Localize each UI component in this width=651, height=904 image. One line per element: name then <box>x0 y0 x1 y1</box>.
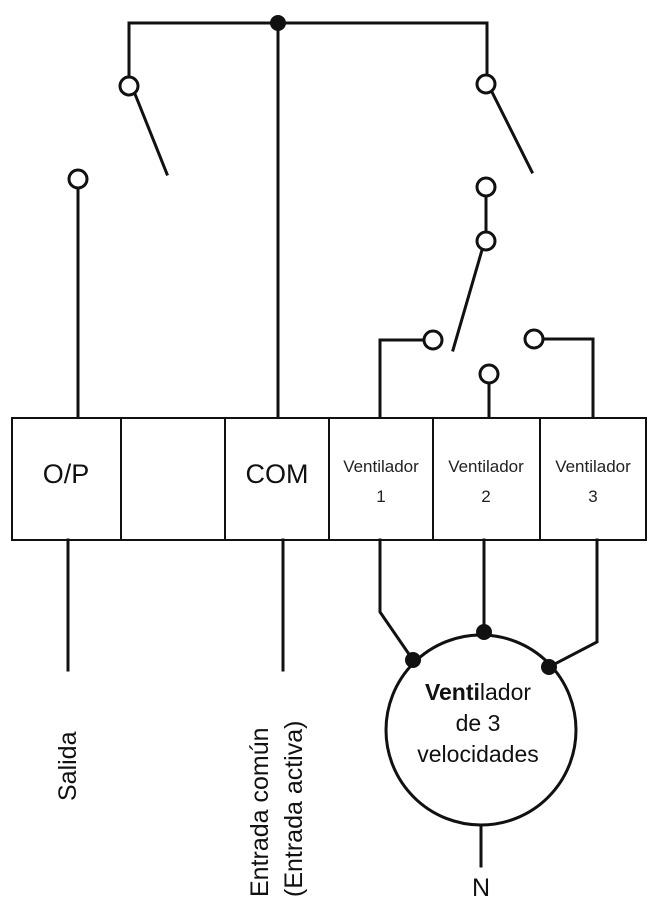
speed-selector-blade <box>451 248 484 352</box>
terminal-fan1-number: 1 <box>376 487 385 506</box>
neutral-label: N <box>472 874 490 902</box>
terminal-fan3-label: Ventilador <box>555 457 631 476</box>
terminal-empty-cell <box>120 417 226 541</box>
motor-label-line3: velocidades <box>417 741 538 767</box>
fan-switch-pivot-contact <box>475 73 497 95</box>
terminal-fan3-number: 3 <box>588 487 597 506</box>
output-switch-blade <box>133 92 169 176</box>
common-input-label: Entrada común <box>246 727 274 897</box>
terminal-fan2-cell <box>432 417 541 541</box>
terminal-fan1-cell <box>328 417 434 541</box>
speed-selector-pivot-contact <box>475 230 497 252</box>
speed-1-contact <box>422 329 444 351</box>
fan-switch-blade <box>489 89 535 175</box>
bus-junction-dot <box>270 15 286 31</box>
fan1-motor-wire <box>378 538 416 663</box>
terminal-com-label: COM <box>246 459 309 489</box>
terminal-fan2-label: Ventilador <box>448 457 524 476</box>
speed-1-wire <box>378 338 426 420</box>
speed-2-contact <box>478 363 500 385</box>
terminal-fan1-label: Ventilador <box>343 457 419 476</box>
motor-terminal-1-dot <box>405 652 421 668</box>
motor-label-rest-part: lador <box>480 679 531 705</box>
motor-terminal-2-dot <box>476 624 492 640</box>
active-input-label: (Entrada activa) <box>280 721 308 897</box>
common-bus-wire <box>127 21 489 80</box>
terminal-op-label: O/P <box>43 459 90 489</box>
speed-3-contact <box>523 328 545 350</box>
motor-label-line1: Ventilador <box>425 679 531 705</box>
speed-3-wire <box>541 337 595 420</box>
motor-label-bold-part: Venti <box>425 679 480 705</box>
terminal-fan3-cell <box>539 417 647 541</box>
output-switch-pivot-contact <box>118 75 140 97</box>
fan3-motor-wire <box>546 538 599 670</box>
terminal-block: O/P COM Ventilador 1 Ventilador 2 Ventil… <box>11 417 647 541</box>
fan-switch-fixed-contact <box>475 176 497 198</box>
terminal-fan2-number: 2 <box>481 487 490 506</box>
output-switch-fixed-contact <box>67 168 89 190</box>
motor-label-line2: de 3 <box>456 710 501 736</box>
output-label: Salida <box>54 731 82 801</box>
terminal-com-cell <box>224 417 330 541</box>
motor-terminal-3-dot <box>541 659 557 675</box>
